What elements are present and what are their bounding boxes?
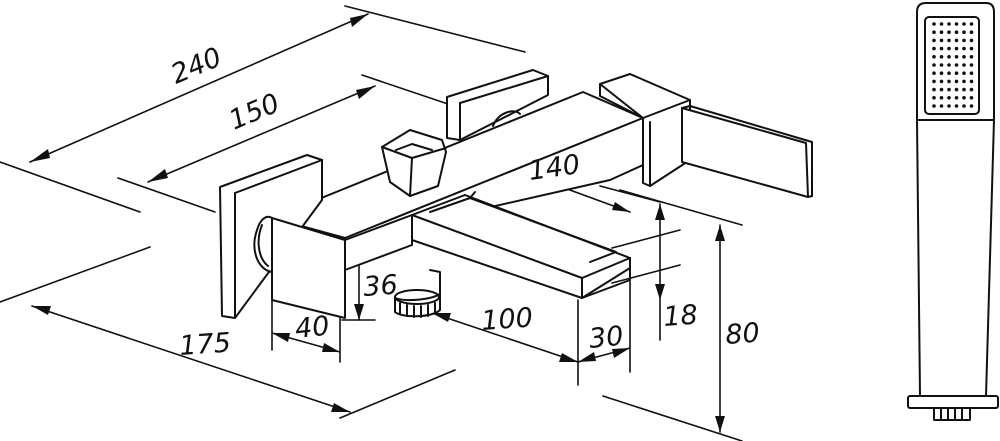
- nozzle-dot: [947, 87, 951, 92]
- nozzle-dot: [969, 30, 974, 34]
- dim-label-150: 150: [225, 88, 285, 137]
- nozzle-dot: [954, 87, 959, 92]
- dim-label-240: 240: [167, 42, 227, 91]
- nozzle-dot: [939, 55, 944, 59]
- nozzle-dot: [939, 104, 944, 108]
- dim-label-100: 100: [480, 302, 534, 337]
- nozzle-dot: [969, 55, 974, 59]
- nozzle-dot: [962, 96, 966, 100]
- nozzle-dot: [962, 22, 966, 26]
- nozzle-dot: [932, 79, 936, 84]
- nozzle-dot: [954, 30, 959, 34]
- nozzle-dot: [954, 96, 959, 100]
- nozzle-dot: [954, 79, 959, 84]
- dim-label-30: 30: [587, 321, 624, 355]
- nozzle-dot: [932, 71, 936, 75]
- nozzle-dot: [969, 71, 974, 75]
- nozzle-dot: [954, 38, 959, 43]
- nozzle-dot: [969, 104, 974, 108]
- nozzle-dot: [939, 22, 944, 26]
- nozzle-dot: [954, 22, 959, 26]
- nozzle-dot: [954, 71, 959, 75]
- nozzle-dot: [962, 30, 966, 34]
- nozzle-dot: [954, 104, 959, 108]
- nozzle-dot: [932, 22, 936, 26]
- faucet-body: [219, 69, 813, 319]
- nozzle-dot: [947, 96, 951, 100]
- outlet-nozzle: [394, 269, 441, 318]
- nozzle-dot: [939, 71, 944, 75]
- dim-label-175: 175: [178, 327, 232, 362]
- nozzle-dot: [947, 55, 951, 59]
- nozzle-dot: [932, 87, 936, 92]
- spout: [411, 191, 631, 299]
- nozzle-dot: [969, 79, 974, 84]
- nozzle-dot: [939, 63, 944, 67]
- dim-label-80: 80: [724, 318, 760, 351]
- nozzle-dot: [932, 96, 936, 100]
- nozzle-dot: [932, 63, 936, 67]
- nozzle-dot: [962, 104, 966, 108]
- nozzle-dot: [969, 87, 974, 92]
- dim-label-140: 140: [527, 149, 582, 187]
- shower-nozzle-grid: [932, 22, 974, 108]
- dim-label-36: 36: [362, 270, 398, 303]
- nozzle-dot: [939, 38, 944, 43]
- nozzle-dot: [969, 46, 974, 51]
- nozzle-dot: [969, 96, 974, 100]
- nozzle-dot: [954, 55, 959, 59]
- hand-shower: [907, 2, 999, 421]
- nozzle-dot: [947, 46, 951, 51]
- nozzle-dot: [947, 63, 951, 67]
- nozzle-dot: [962, 71, 966, 75]
- nozzle-dot: [939, 46, 944, 51]
- nozzle-dot: [947, 38, 951, 43]
- nozzle-dot: [939, 79, 944, 84]
- nozzle-dot: [969, 22, 974, 26]
- nozzle-dot: [932, 38, 936, 43]
- dim-label-18: 18: [662, 300, 698, 333]
- nozzle-dot: [932, 30, 936, 34]
- nozzle-dot: [932, 46, 936, 51]
- nozzle-dot: [947, 104, 951, 108]
- nozzle-dot: [969, 63, 974, 67]
- nozzle-dot: [962, 63, 966, 67]
- nozzle-dot: [954, 63, 959, 67]
- nozzle-dot: [962, 46, 966, 51]
- nozzle-dot: [947, 79, 951, 84]
- dim-label-40: 40: [293, 311, 330, 345]
- nozzle-dot: [939, 96, 944, 100]
- nozzle-dot: [939, 87, 944, 92]
- nozzle-dot: [962, 55, 966, 59]
- nozzle-dot: [962, 38, 966, 43]
- nozzle-dot: [954, 46, 959, 51]
- nozzle-dot: [939, 30, 944, 34]
- nozzle-dot: [969, 38, 974, 43]
- nozzle-dot: [947, 71, 951, 75]
- nozzle-dot: [932, 104, 936, 108]
- nozzle-dot: [932, 55, 936, 59]
- nozzle-dot: [962, 87, 966, 92]
- nozzle-dot: [962, 79, 966, 84]
- nozzle-dot: [947, 22, 951, 26]
- nozzle-dot: [947, 30, 951, 34]
